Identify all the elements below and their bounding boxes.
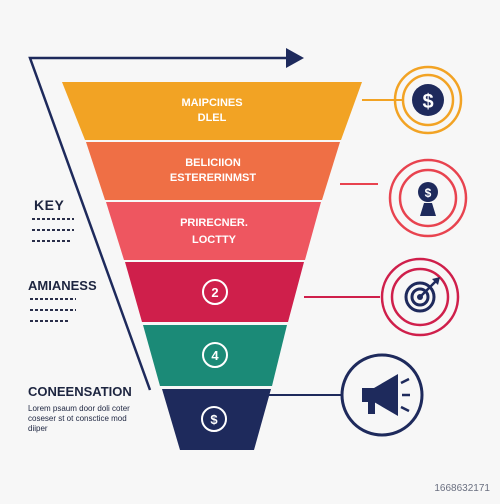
stage-2-line2: ESTERERINMST	[170, 172, 256, 184]
megaphone-icon	[362, 374, 410, 416]
funnel-stage-2	[86, 142, 340, 200]
icon-3-outer-ring	[380, 257, 460, 337]
stage-1-line2: DLEL	[198, 112, 227, 124]
awareness-dot-line-1	[30, 298, 76, 300]
stage-4-number: 2	[211, 285, 218, 300]
stage-6-dollar-symbol: $	[210, 412, 218, 427]
stage-6-dollar-circle	[201, 406, 227, 432]
icon-4-outer-ring	[340, 353, 424, 437]
money-bag-icon	[418, 182, 438, 216]
stage-2-line1: BELICIION	[185, 157, 241, 169]
flow-arrow-line	[28, 56, 292, 391]
funnel-stage-5	[143, 325, 287, 386]
target-icon	[404, 277, 440, 313]
stage-5-number: 4	[211, 348, 219, 363]
dollar-coin-icon	[412, 84, 444, 116]
icon-2-inner-ring	[398, 168, 458, 228]
icon-1-outer-ring	[393, 65, 463, 135]
stage-4-number-circle	[202, 279, 228, 305]
icon-1-inner-ring	[401, 73, 455, 127]
flow-arrow-head	[286, 48, 304, 68]
funnel-stage-6	[162, 389, 271, 450]
dollar-coin-symbol: $	[422, 91, 433, 113]
key-dot-line-2	[32, 229, 74, 231]
funnel-stage-1	[62, 82, 362, 140]
key-dot-line-3	[32, 240, 70, 242]
stage-1-line1: MAIPCINES	[181, 97, 242, 109]
stage-3-line1: PRIRECNER.	[180, 217, 248, 229]
watermark-id: 1668632171	[434, 483, 490, 494]
stage-5-number-circle	[202, 342, 228, 368]
awareness-dot-line-3	[30, 320, 68, 322]
conversion-title: CONEENSATION	[28, 384, 132, 399]
icon-2-outer-ring	[388, 158, 468, 238]
funnel-stage-3	[106, 202, 321, 260]
money-bag-symbol: $	[425, 186, 432, 200]
stage-3-line2: LOCTTY	[192, 234, 237, 246]
key-title: KEY	[34, 197, 65, 213]
icon-3-inner-ring	[390, 267, 450, 327]
awareness-dot-line-2	[30, 309, 76, 311]
key-dot-line-1	[32, 218, 74, 220]
funnel-stage-4	[125, 262, 304, 322]
conversion-body: Lorem psaum door doli coter coseser st o…	[28, 404, 130, 433]
awareness-title: AMIANESS	[28, 278, 97, 293]
